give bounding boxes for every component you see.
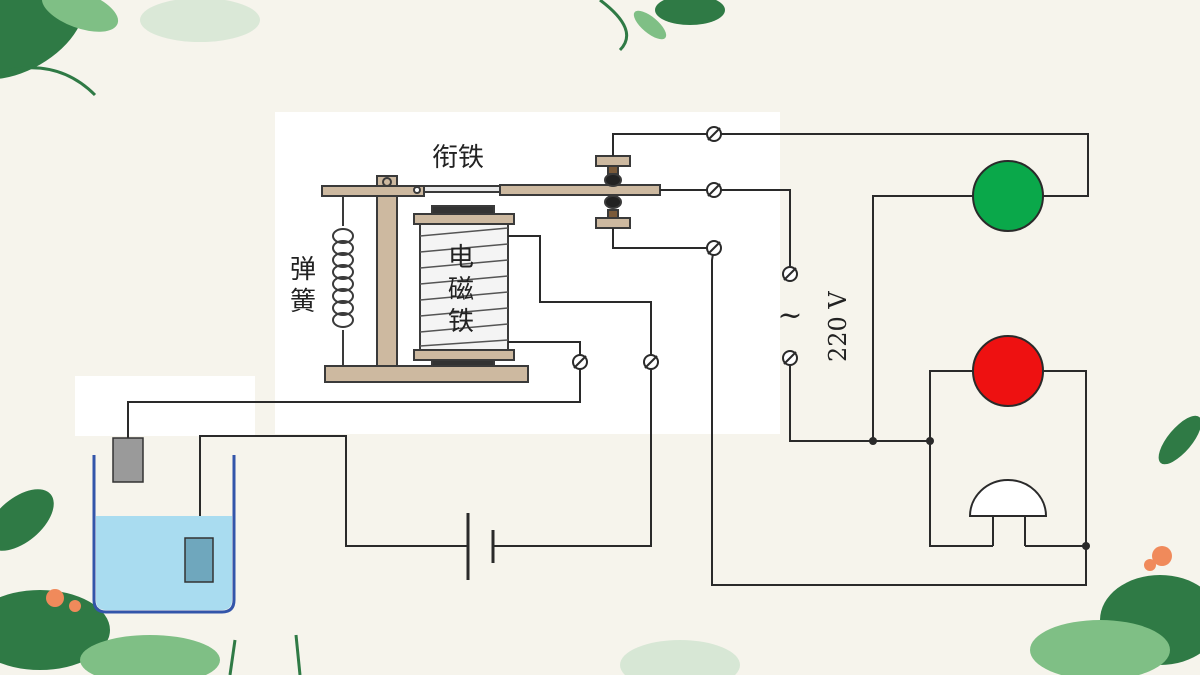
relay-panel: [275, 112, 780, 434]
spring-label-line1: 弹: [290, 255, 316, 285]
electromagnet-label-line3: 铁: [448, 307, 474, 337]
red-lamp-icon: [972, 335, 1044, 407]
leaf-decoration-top-left: [0, 0, 260, 97]
electromagnet-icon: [413, 205, 515, 367]
electromagnet-label-line2: 磁: [448, 275, 474, 305]
wires: [127, 133, 1089, 586]
leaf-decoration-top: [599, 0, 725, 52]
voltage-label: 220 V: [824, 291, 852, 362]
ac-symbol: ~: [777, 298, 802, 333]
electromagnet-label-line1: 电: [448, 243, 474, 273]
probe-icon: [112, 437, 144, 483]
spring-icon: [332, 196, 354, 366]
battery-icon: [466, 513, 495, 580]
submerged-probe-icon: [184, 537, 214, 583]
probe-panel: [75, 376, 255, 436]
relay-contacts: [595, 155, 631, 229]
spring-label-line2: 簧: [290, 287, 316, 317]
green-lamp-icon: [972, 160, 1044, 232]
terminal-icon: [572, 126, 798, 370]
leaf-decoration-bottom-right: [620, 415, 1200, 675]
bell-icon: [968, 479, 1048, 546]
leaf-decoration-bottom-left: [0, 489, 302, 675]
ac-source-icon: ~: [777, 298, 802, 333]
junction-dots: [869, 437, 1090, 550]
armature-label: 衔铁: [432, 143, 484, 173]
